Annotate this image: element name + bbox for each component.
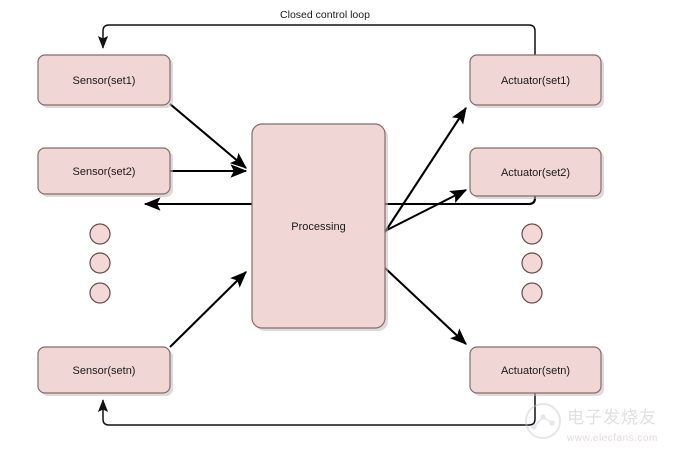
ellipsis-dot xyxy=(89,282,111,304)
node-label-sensor-setn: Sensor(setn) xyxy=(73,365,136,377)
node-rect xyxy=(37,54,171,106)
node-label-actuator-set1: Actuator(set1) xyxy=(501,75,570,87)
node-rect xyxy=(37,346,171,394)
node-sensor-set2[interactable]: Sensor(set2) xyxy=(37,147,173,197)
node-rect xyxy=(469,346,602,394)
sensor-ellipsis-dots xyxy=(89,223,111,304)
ellipsis-dot xyxy=(521,223,543,245)
node-sensor-set1[interactable]: Sensor(set1) xyxy=(37,54,173,108)
ellipsis-dot xyxy=(89,252,111,274)
node-actuator-setn[interactable]: Actuator(setn) xyxy=(469,346,604,396)
edge-sensor1-to-processing xyxy=(169,103,247,169)
node-sensor-setn[interactable]: Sensor(setn) xyxy=(37,346,173,396)
node-rect xyxy=(37,147,171,195)
edge-actuator1-feedback-to-sensor1 xyxy=(97,24,536,55)
edge-processing-to-actuator2 xyxy=(384,189,468,232)
node-rect xyxy=(469,147,602,197)
closed-control-loop-label: Closed control loop xyxy=(280,9,370,21)
node-actuator-set2[interactable]: Actuator(set2) xyxy=(469,147,604,199)
node-rect xyxy=(251,123,386,329)
node-label-sensor-set2: Sensor(set2) xyxy=(73,166,136,178)
ellipsis-dot xyxy=(521,252,543,274)
edge-sensorn-to-processing xyxy=(169,271,247,348)
actuator-ellipsis-dots xyxy=(521,223,543,304)
node-actuator-set1[interactable]: Actuator(set1) xyxy=(469,54,604,108)
node-label-actuator-setn: Actuator(setn) xyxy=(501,365,570,377)
ellipsis-dot xyxy=(521,282,543,304)
ellipsis-dot xyxy=(89,223,111,245)
edge-processing-to-actuatorn xyxy=(384,267,467,345)
edge-actuatorn-feedback-to-sensorn xyxy=(97,393,536,426)
node-processing[interactable]: Processing xyxy=(251,123,388,331)
node-label-actuator-set2: Actuator(set2) xyxy=(501,167,570,179)
node-label-processing: Processing xyxy=(291,221,345,233)
edge-processing-to-actuator1 xyxy=(384,106,467,233)
node-rect xyxy=(469,54,602,106)
node-label-sensor-set1: Sensor(set1) xyxy=(73,75,136,87)
